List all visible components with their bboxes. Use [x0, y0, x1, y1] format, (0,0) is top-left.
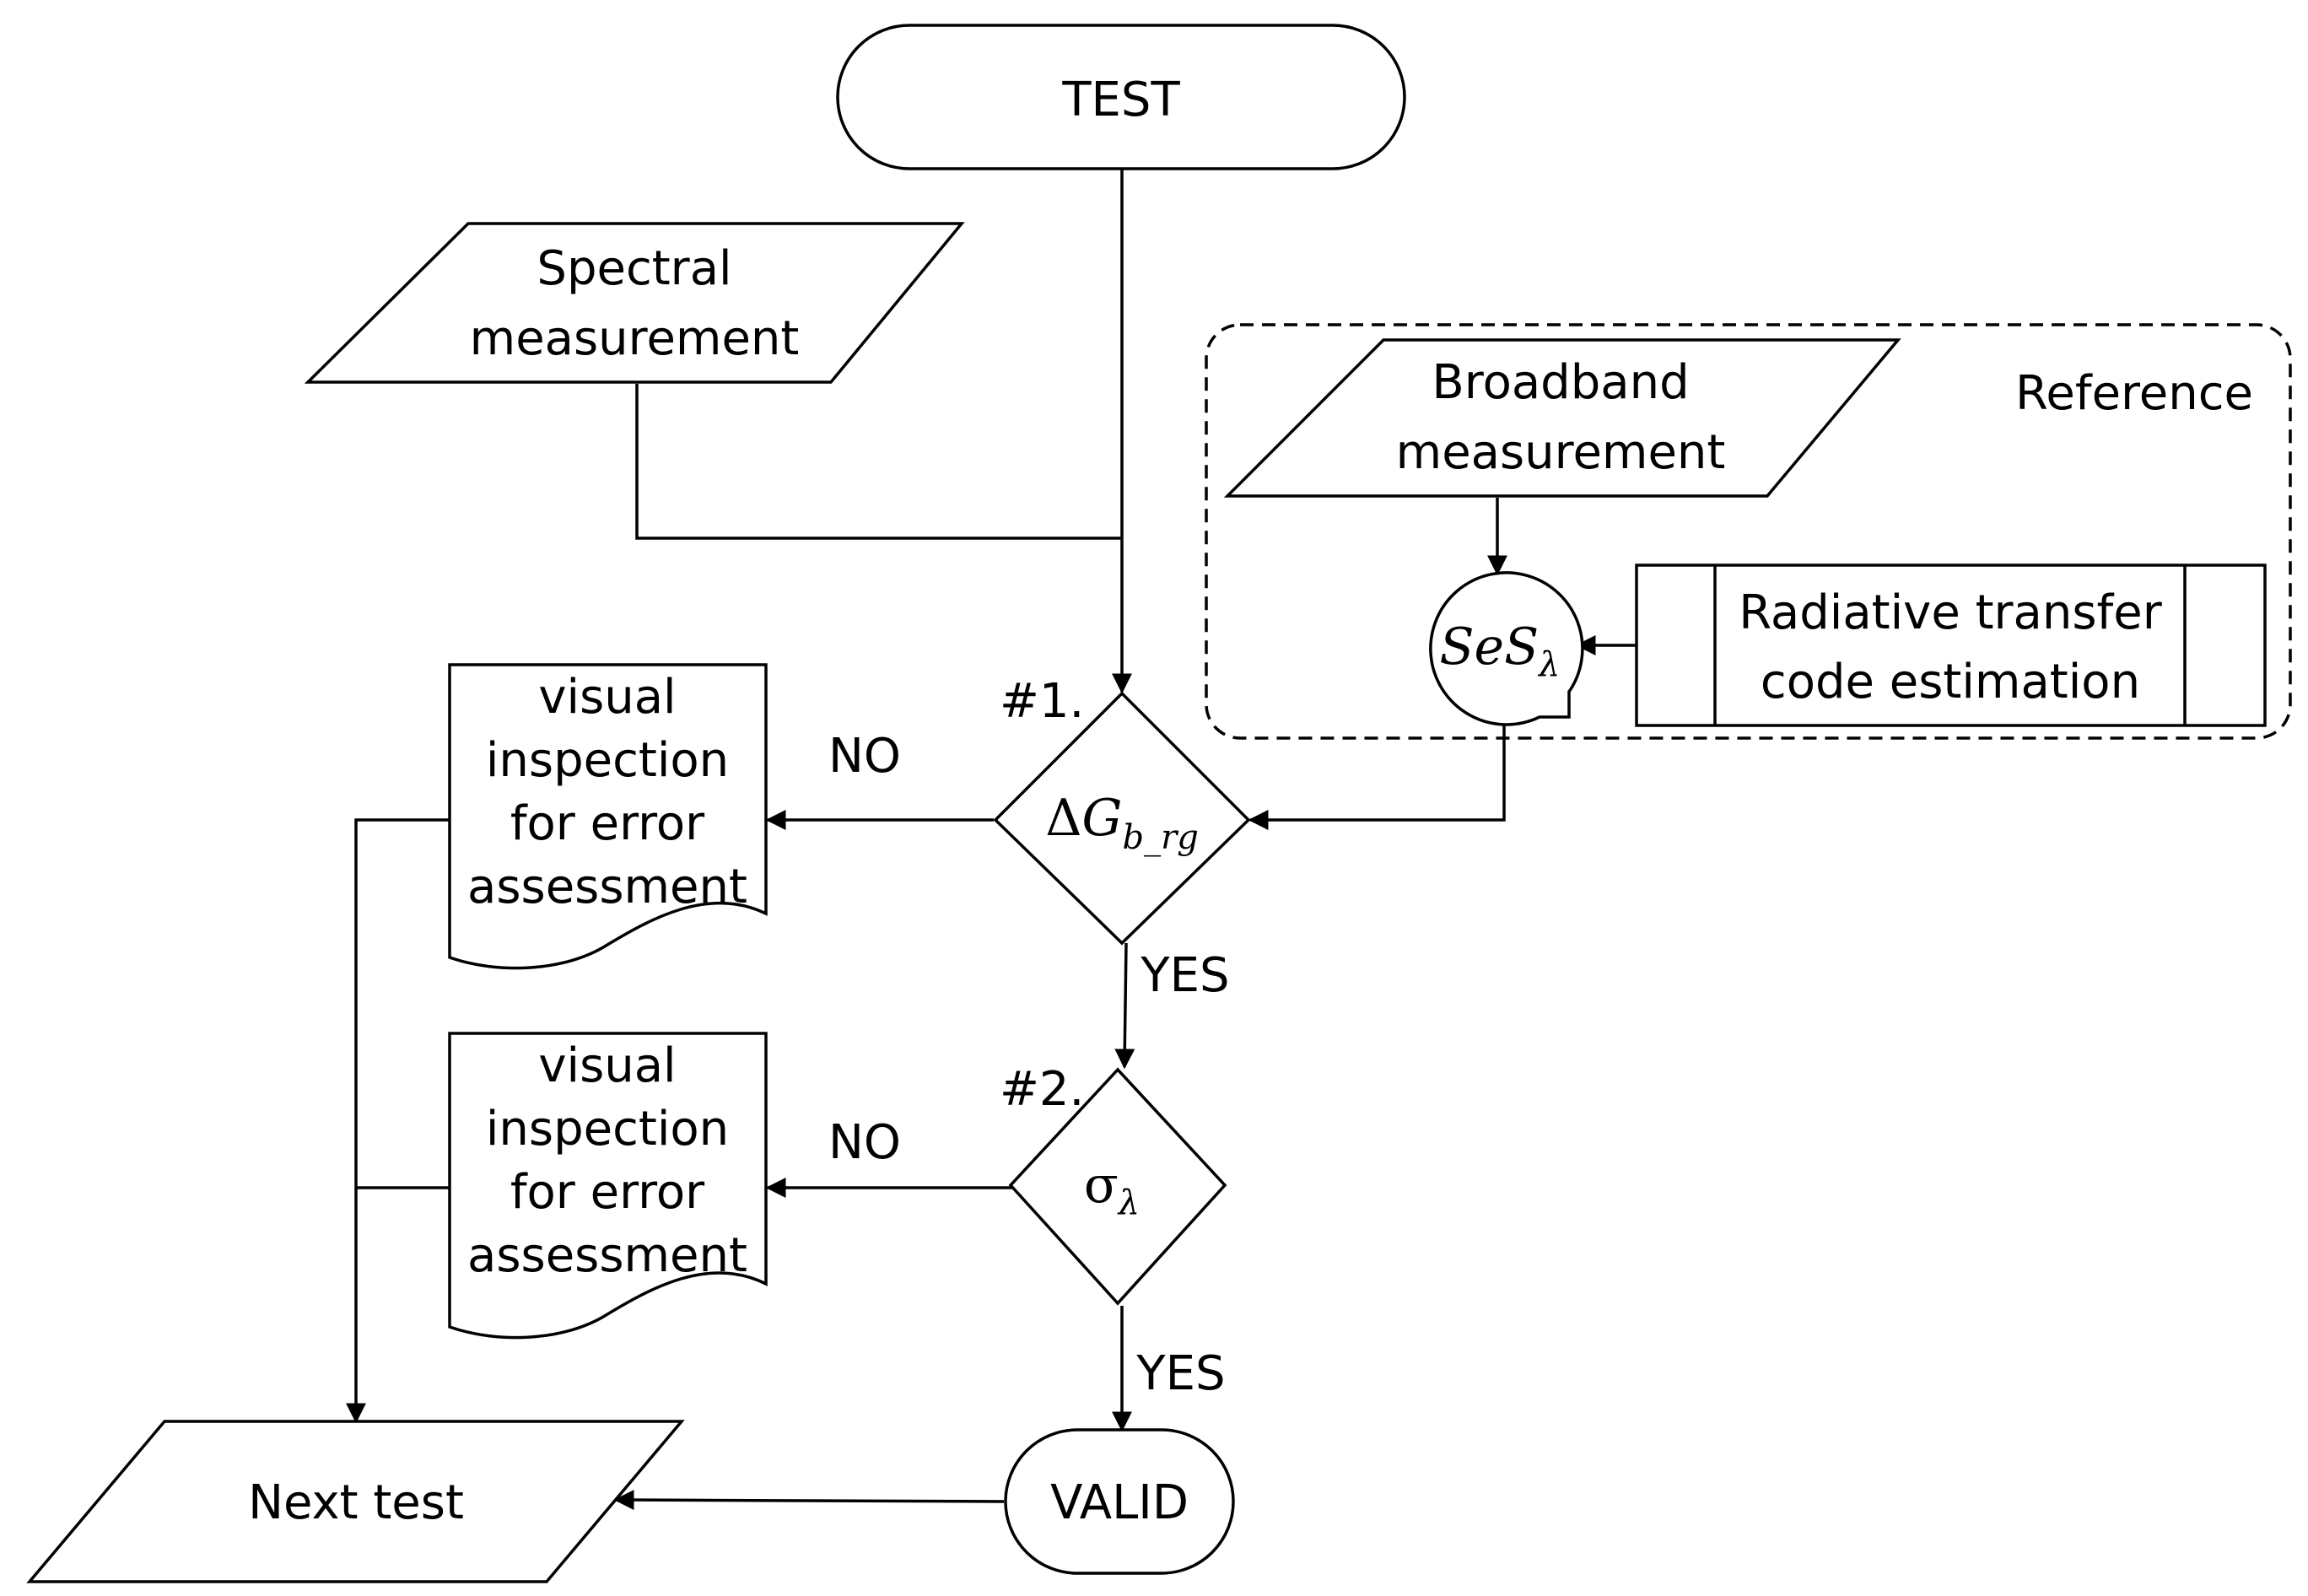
visual1-line2: inspection: [486, 733, 729, 788]
broadband-measurement-input: [1223, 338, 1901, 498]
edge-check1-yes: [1114, 942, 1135, 1070]
check1-yes-label: YES: [1140, 948, 1229, 1003]
visual2-line4: assessment: [467, 1228, 747, 1283]
check2-yes-label: YES: [1135, 1346, 1225, 1401]
ses-main: SeS: [1439, 617, 1539, 677]
test-label: TEST: [1061, 73, 1180, 127]
check1-step-label: #1.: [1000, 674, 1084, 729]
valid-terminator: [1004, 1428, 1235, 1575]
visual-inspection-doc-2: [448, 1032, 768, 1340]
visual2-line2: inspection: [486, 1102, 729, 1157]
edge-ses-to-check1: [1248, 721, 1506, 830]
check2-no-label: NO: [828, 1115, 901, 1170]
ses-sequential-data: [1429, 571, 1584, 726]
broadband-label-line2: measurement: [1396, 425, 1726, 480]
visual2-line3: for error: [510, 1165, 705, 1220]
check2-formula: σλ: [1084, 1156, 1140, 1222]
visual-inspection-doc-1: [448, 663, 768, 970]
next-test-output: [26, 1420, 685, 1583]
ses-sub: λ: [1537, 645, 1560, 684]
radiative-label-line2: code estimation: [1761, 655, 2140, 709]
ses-label: SeSλ: [1439, 617, 1560, 684]
edge-spectral-to-check1: [635, 384, 1122, 540]
edge-valid-to-next: [613, 1490, 1005, 1511]
check2-decision: [1008, 1067, 1227, 1306]
check2-sub: λ: [1117, 1184, 1140, 1222]
spectral-measurement-input: [304, 222, 965, 384]
radiative-label-line1: Radiative transfer: [1739, 585, 2162, 640]
broadband-label-line1: Broadband: [1432, 355, 1689, 410]
visual2-line1: visual: [538, 1038, 676, 1093]
visual1-line1: visual: [538, 670, 676, 725]
check1-main: G: [1082, 789, 1123, 848]
valid-label: VALID: [1050, 1475, 1189, 1530]
check2-main: σ: [1084, 1156, 1119, 1215]
visual1-line3: for error: [510, 796, 705, 851]
check1-delta: Δ: [1045, 789, 1081, 848]
check1-decision: [993, 691, 1251, 946]
edge-visual1-to-next: [346, 818, 450, 1424]
check1-sub: b_rg: [1122, 818, 1198, 857]
visual1-line4: assessment: [467, 860, 747, 914]
test-terminator: [836, 24, 1406, 170]
next-test-label: Next test: [248, 1475, 464, 1530]
check1-no-label: NO: [828, 729, 901, 784]
spectral-label-line2: measurement: [470, 311, 800, 366]
radiative-transfer-process: [1635, 563, 2267, 727]
spectral-label-line1: Spectral: [537, 241, 731, 296]
reference-group: [1205, 323, 2292, 740]
check2-step-label: #2.: [1000, 1062, 1084, 1117]
reference-label: Reference: [2015, 366, 2253, 421]
check1-formula: ΔGb_rg: [1045, 789, 1199, 857]
